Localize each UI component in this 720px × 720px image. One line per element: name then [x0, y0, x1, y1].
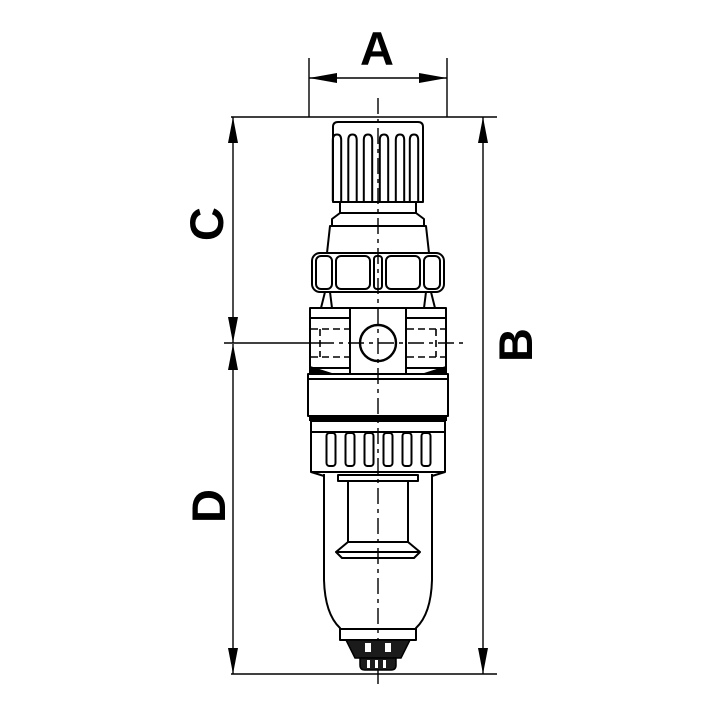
drain-body: [344, 639, 412, 659]
dimension-d: D: [182, 344, 238, 674]
filter-element: [335, 474, 421, 559]
arrow-up: [478, 117, 488, 143]
dimension-a: A: [308, 22, 448, 117]
dim-label-b: B: [489, 328, 542, 362]
bayonet-ring: [310, 420, 446, 477]
port-bore: [358, 323, 398, 363]
dim-label-a: A: [360, 22, 394, 75]
arrow-up: [228, 344, 238, 370]
body-lower-block: [307, 373, 449, 421]
port-thread-right: [407, 328, 445, 358]
drain-valve: [339, 628, 417, 671]
bowl: [323, 474, 433, 630]
extension-lines: [231, 116, 497, 675]
adjustment-knob: [331, 121, 424, 203]
dim-label-d: D: [182, 489, 235, 523]
dim-label-c: C: [180, 207, 233, 241]
bowl-seal-band: [309, 416, 447, 421]
body-chamfer-right: [421, 366, 446, 374]
body-chamfer-left: [310, 366, 335, 374]
lock-ring: [311, 252, 445, 309]
baffle-rim: [335, 551, 421, 559]
filter-flange: [337, 474, 419, 482]
ring-foot-right: [423, 291, 436, 309]
arrow-down: [478, 648, 488, 674]
arrow-up: [228, 117, 238, 143]
dimension-c: C: [180, 117, 238, 343]
arrow-down: [228, 317, 238, 343]
center-lines: [224, 98, 464, 684]
ring-foot-left: [320, 291, 333, 309]
dimension-b: B: [478, 117, 542, 674]
arrow-right: [419, 73, 447, 83]
baffle-flare: [335, 541, 421, 553]
port-thread-left: [311, 328, 349, 358]
arrow-left: [309, 73, 337, 83]
arrow-down: [228, 648, 238, 674]
